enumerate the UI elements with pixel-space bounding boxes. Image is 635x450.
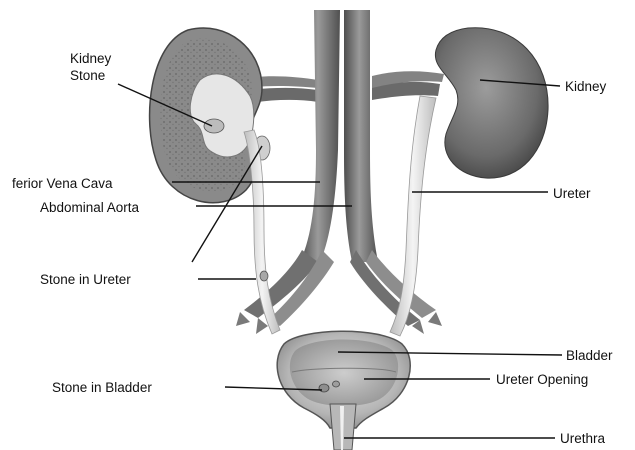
vena-cava-label: ferior Vena Cava	[12, 176, 113, 191]
kidney-label: Kidney	[565, 79, 607, 94]
right-kidney	[435, 28, 548, 178]
stone-in-bladder-label: Stone in Bladder	[52, 380, 152, 395]
ureter-opening-label: Ureter Opening	[496, 372, 588, 387]
aorta-label: Abdominal Aorta	[40, 200, 140, 215]
ureter-stone	[260, 271, 268, 281]
aorta-vessel	[344, 10, 378, 262]
ureter-label: Ureter	[553, 186, 591, 201]
urethra-label: Urethra	[560, 431, 606, 446]
vena-cava-vessel	[300, 10, 340, 262]
bladder-label: Bladder	[566, 348, 613, 363]
stone-in-ureter-label: Stone in Ureter	[40, 272, 131, 287]
kidney-stone-label-line2: Stone	[70, 68, 105, 83]
kidney-stone-label: Kidney	[70, 51, 112, 66]
